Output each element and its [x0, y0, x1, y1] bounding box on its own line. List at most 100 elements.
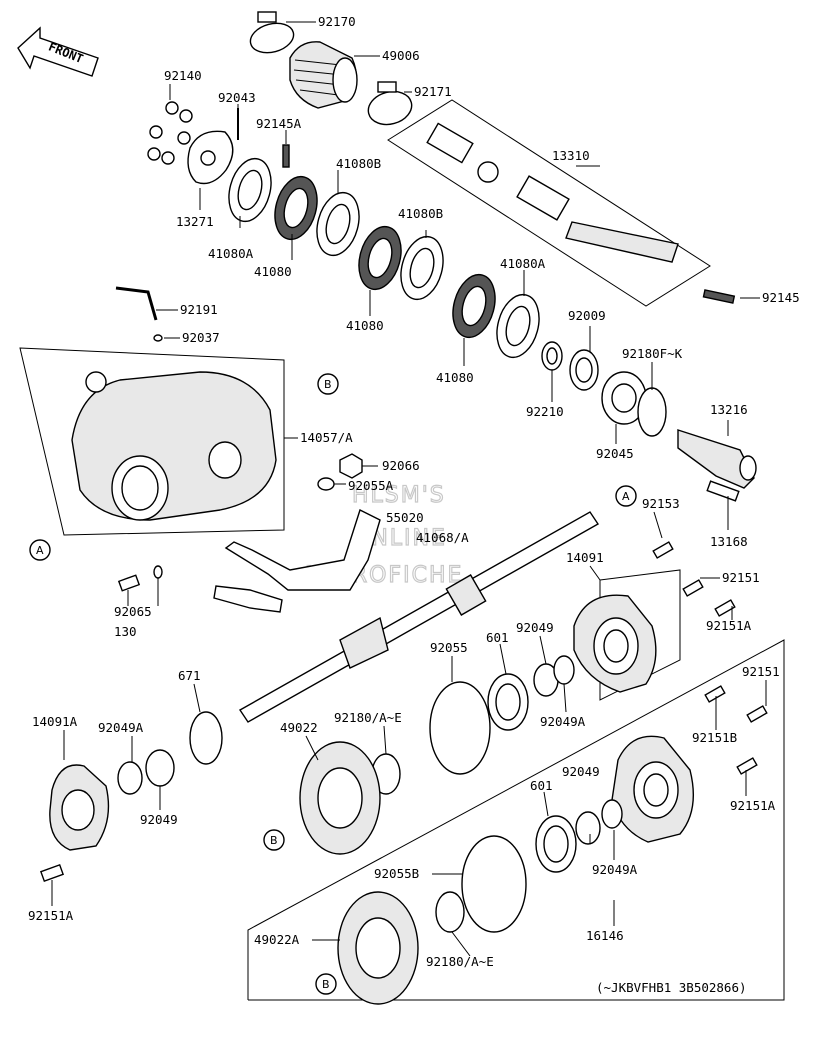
steel-balls-92140 [147, 101, 193, 165]
label-41080-2: 41080 [346, 318, 384, 333]
seal-92049A-1 [553, 655, 575, 685]
label-41080-3: 41080 [436, 370, 474, 385]
ring-gear-49022A [337, 891, 419, 1005]
front-direction-arrow: FRONT [17, 26, 99, 77]
label-92055B: 92055B [374, 866, 419, 881]
bolt-130 [117, 574, 141, 592]
o-ring-92055 [429, 681, 491, 775]
bolt-92151-1 [682, 579, 704, 597]
label-92140: 92140 [164, 68, 202, 83]
part-labels: 92170 49006 92140 92171 92043 92145A 133… [28, 14, 800, 969]
label-92171: 92171 [414, 84, 452, 99]
label-92065: 92065 [114, 604, 152, 619]
label-49006: 49006 [382, 48, 420, 63]
label-92055A: 92055A [348, 478, 394, 493]
label-92049-2: 92049 [562, 764, 600, 779]
label-41068: 41068/A [416, 530, 469, 545]
nut-92066 [339, 453, 363, 479]
housing-lower [611, 735, 695, 843]
pinion-gear-13216 [677, 429, 757, 489]
bolt-92151B [704, 685, 726, 703]
svg-text:B: B [270, 834, 278, 847]
label-92043: 92043 [218, 90, 256, 105]
cam-plate-13271 [187, 130, 234, 185]
seal-92049A-2 [117, 761, 143, 795]
bolt-92151A-3 [736, 757, 758, 775]
label-14057: 14057/A [300, 430, 353, 445]
svg-text:B: B [324, 378, 332, 391]
label-13271: 13271 [176, 214, 214, 229]
spring-92145A [282, 144, 290, 168]
bracket-55020 [224, 509, 381, 591]
ref-marker-B-1: B [317, 373, 339, 395]
washer-92065 [153, 565, 163, 579]
label-13168: 13168 [710, 534, 748, 549]
boot-49006 [289, 41, 358, 109]
breather-hose-92191 [115, 286, 158, 321]
label-92151A-1: 92151A [706, 618, 752, 633]
label-92151-1: 92151 [722, 570, 760, 585]
ref-marker-B-3: B [315, 973, 337, 995]
label-92151B: 92151B [692, 730, 737, 745]
ref-marker-B-2: B [263, 829, 285, 851]
o-ring-92055B [461, 835, 527, 933]
label-14091A: 14091A [32, 714, 78, 729]
label-41080A-1: 41080A [208, 246, 254, 261]
label-13310: 13310 [552, 148, 590, 163]
bolt-92151A-2 [39, 863, 65, 883]
svg-text:A: A [622, 490, 630, 503]
label-16146: 16146 [586, 928, 624, 943]
propeller-shaft-13310 [387, 99, 711, 307]
label-92049A-1: 92049A [540, 714, 586, 729]
leader-lines [51, 21, 767, 957]
label-92066: 92066 [382, 458, 420, 473]
label-92049A-3: 92049A [592, 862, 638, 877]
label-92151-2: 92151 [742, 664, 780, 679]
label-92153: 92153 [642, 496, 680, 511]
svg-text:B: B [322, 978, 330, 991]
clamp-92170 [249, 11, 295, 54]
bracket-mount [213, 585, 283, 613]
label-55020: 55020 [386, 510, 424, 525]
o-ring-92055A [317, 477, 335, 491]
bearing-601-2 [535, 815, 577, 873]
housing-14091A [49, 764, 110, 851]
oil-seal-92210 [541, 341, 563, 371]
clutch-plates [228, 157, 540, 359]
label-14091: 14091 [566, 550, 604, 565]
bolt-92153 [652, 541, 674, 559]
ring-gear-49022 [299, 741, 381, 855]
watermark-line-1: HLSM'S [352, 483, 446, 508]
shim-92180FK [637, 387, 667, 437]
label-92049-3: 92049 [140, 812, 178, 827]
bolt-92145 [702, 289, 736, 304]
label-41080-1: 41080 [254, 264, 292, 279]
label-601-2: 601 [530, 778, 553, 793]
label-13216: 13216 [710, 402, 748, 417]
label-92210: 92210 [526, 404, 564, 419]
clip-92037 [153, 334, 163, 342]
clamp-92171 [367, 81, 413, 126]
label-92151A-3: 92151A [28, 908, 74, 923]
label-41080A-2: 41080A [500, 256, 546, 271]
label-92055: 92055 [430, 640, 468, 655]
gear-case-14057 [19, 347, 285, 536]
serial-range-note: (~JKBVFHB1 3B502866) [596, 980, 747, 995]
label-92145A: 92145A [256, 116, 302, 131]
bolt-92151A-1 [714, 599, 736, 617]
svg-text:A: A [36, 544, 44, 557]
housing-14091 [573, 569, 681, 701]
shim-92180AE-2 [435, 891, 465, 933]
label-92045: 92045 [596, 446, 634, 461]
drive-shaft-41068 [238, 511, 600, 723]
label-92180FK: 92180F~K [622, 346, 683, 361]
label-49022: 49022 [280, 720, 318, 735]
label-92170: 92170 [318, 14, 356, 29]
label-92151A-2: 92151A [730, 798, 776, 813]
label-92180AE-1: 92180/A~E [334, 710, 402, 725]
shaft-13168 [706, 480, 740, 502]
label-92180AE-2: 92180/A~E [426, 954, 494, 969]
label-92009: 92009 [568, 308, 606, 323]
label-49022A: 49022A [254, 932, 300, 947]
